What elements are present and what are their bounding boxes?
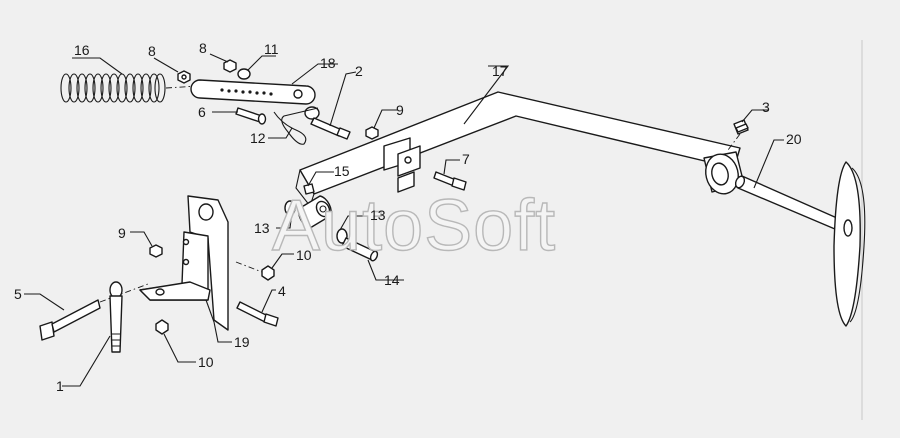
callout-7: 7 [462,151,470,167]
callout-8-b: 8 [199,40,207,56]
part-1-eye-bolt [109,281,123,353]
part-13-bushing-a [284,200,296,216]
part-6-bolt [235,107,267,125]
part-7-bolt [433,171,467,191]
part-9-nut-bottom [149,244,163,258]
callout-4: 4 [278,283,286,299]
callout-leaders [24,53,784,387]
callout-10-right: 10 [296,247,312,263]
callout-8-a: 8 [148,43,156,59]
part-9-nut-top [365,126,379,140]
callout-12: 12 [250,130,266,146]
part-20-rod-and-disc [734,161,866,327]
callout-2: 2 [355,63,363,79]
callout-17: 17 [492,63,508,79]
part-10-nut-right [261,265,275,281]
callout-6: 6 [198,104,206,120]
callout-15: 15 [334,163,350,179]
callout-14: 14 [384,272,400,288]
callout-5: 5 [14,286,22,302]
callout-11: 11 [264,41,279,57]
part-19-mounting-bracket [139,195,229,331]
callout-18: 18 [320,55,336,71]
part-4-bolt [236,301,279,327]
part-8-nut-b [223,59,237,73]
axis-nut-10 [235,261,263,273]
part-14-pin [341,237,379,262]
part-2-bolt [310,117,351,140]
callout-19: 19 [234,334,250,350]
callout-13-b: 13 [370,207,386,223]
part-8-nut-a-hole [181,74,187,80]
part-11-washer [237,68,251,80]
part-17-frame-arm [295,91,741,229]
callout-16: 16 [74,42,90,58]
callout-10-bottom: 10 [198,354,214,370]
part-10-nut-bottom [155,319,169,335]
part-18-adjuster-bar [190,79,316,105]
callout-numbers: 16 8 8 11 18 2 6 12 9 17 3 20 7 15 13 13… [14,40,802,394]
callout-20: 20 [786,131,802,147]
collar [703,151,745,195]
callout-9-top: 9 [396,102,404,118]
callout-1: 1 [56,378,64,394]
callout-3: 3 [762,99,770,115]
part-12-spring-pin [273,107,319,145]
callout-9-bottom: 9 [118,225,126,241]
watermark-text: AutoSoft [272,186,556,266]
callout-13-a: 13 [254,220,270,236]
part-3-grease-fitting [727,119,749,151]
part-5-bolt [39,283,149,341]
